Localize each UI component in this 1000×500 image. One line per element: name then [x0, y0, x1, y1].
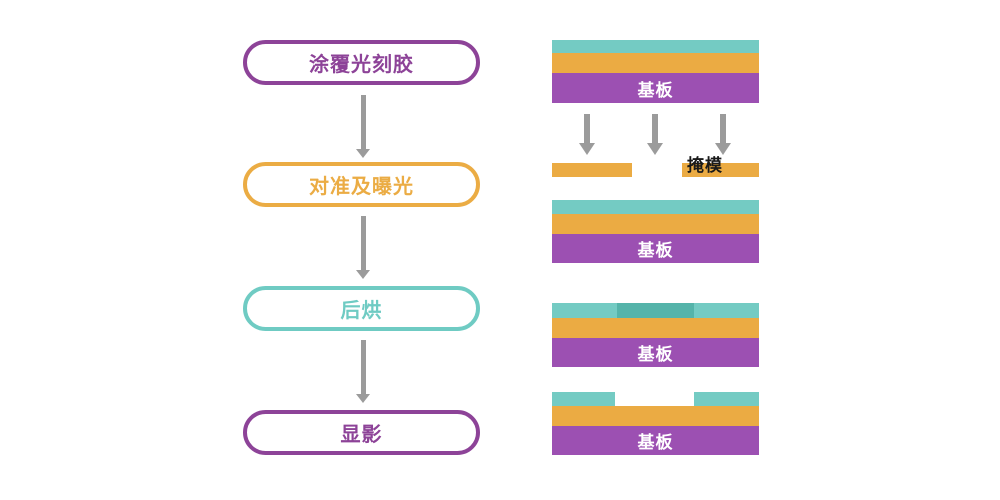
flow-step-align-and-expose: 对准及曝光	[243, 162, 480, 207]
photoresist-layer	[552, 303, 759, 318]
photoresist-segment-left	[552, 392, 615, 406]
down-arrow	[356, 95, 370, 158]
flow-step-label: 显影	[340, 424, 383, 446]
exposed-photoresist-segment	[617, 303, 694, 318]
flow-step-coat-photoresist: 涂覆光刻胶	[243, 40, 480, 85]
substrate-label: 基板	[637, 80, 674, 100]
arrow-head	[647, 143, 663, 155]
mask-bar-left	[552, 163, 632, 177]
exposure-arrow	[647, 114, 663, 156]
arrow-shaft	[360, 95, 366, 149]
arrow-shaft	[360, 340, 366, 394]
arrow-head	[356, 270, 370, 279]
arrow-head	[579, 143, 595, 155]
mask-bar-right	[682, 163, 759, 177]
photoresist-segment-right	[694, 392, 759, 406]
flow-step-label: 对准及曝光	[309, 176, 414, 198]
arrow-shaft	[720, 114, 726, 143]
flow-step-label: 后烘	[340, 300, 383, 322]
arrow-shaft	[584, 114, 590, 143]
film-layer	[552, 318, 759, 338]
film-layer	[552, 214, 759, 234]
stack-after-exposure-1: 基板	[552, 200, 759, 263]
substrate-label: 基板	[637, 433, 674, 452]
substrate-layer: 基板	[552, 426, 759, 455]
substrate-label: 基板	[637, 345, 674, 364]
substrate-layer: 基板	[552, 338, 759, 367]
photoresist-layer	[552, 40, 759, 53]
substrate-layer: 基板	[552, 234, 759, 263]
flow-step-post-bake: 后烘	[243, 286, 480, 331]
stack-after-develop: 基板	[552, 392, 759, 455]
arrow-head	[356, 149, 370, 158]
substrate-label: 基板	[637, 241, 674, 260]
film-layer	[552, 406, 759, 426]
arrow-head	[356, 394, 370, 403]
arrow-shaft	[360, 216, 366, 270]
stack-after-coating: 基板	[552, 40, 759, 103]
stack-exposed-region: 基板	[552, 303, 759, 367]
flow-step-label: 涂覆光刻胶	[309, 54, 414, 76]
flow-step-develop: 显影	[243, 410, 480, 455]
mask-label: 掩模	[687, 156, 723, 175]
arrow-head	[715, 143, 731, 155]
film-layer	[552, 53, 759, 73]
arrow-shaft	[652, 114, 658, 143]
down-arrow	[356, 340, 370, 403]
exposure-arrow	[579, 114, 595, 156]
exposure-arrow	[715, 114, 731, 156]
photoresist-layer	[552, 392, 759, 406]
substrate-layer: 基板	[552, 73, 759, 103]
photoresist-layer	[552, 200, 759, 214]
down-arrow	[356, 216, 370, 279]
